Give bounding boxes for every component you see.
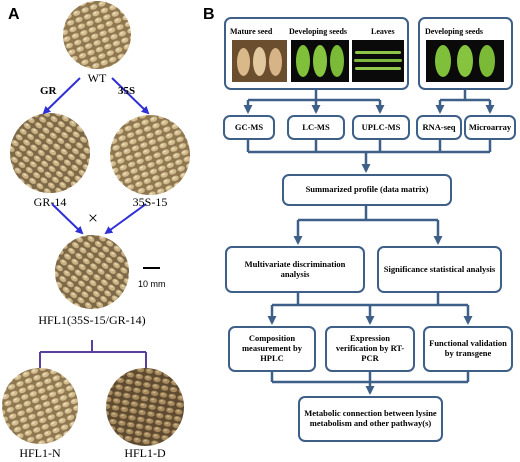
caption-mature-seed: Mature seed xyxy=(230,27,273,36)
arrow-gr14-to-hfl1 xyxy=(51,203,84,235)
box-functional-transgene: Functional validation by transgene xyxy=(423,326,513,372)
box-rna-seq: RNA-seq xyxy=(416,115,462,140)
caption-leaves: Leaves xyxy=(371,27,395,36)
box-metabolic-connection: Metabolic connection between lysine meta… xyxy=(298,396,443,442)
box-expression-rt-pcr: Expression verification by RT-PCR xyxy=(325,326,415,372)
label-wt: WT xyxy=(87,71,107,85)
label-hfl1n: HFL1-N xyxy=(19,446,61,460)
seed-disc-35s15 xyxy=(110,115,190,195)
box-composition-hplc: Composition measurement by HPLC xyxy=(228,326,316,372)
label-35s15: 35S-15 xyxy=(132,195,168,209)
arrow-label-35s: 35S xyxy=(118,85,136,97)
box-gc-ms: GC-MS xyxy=(223,115,275,140)
photo-leaves xyxy=(352,40,404,82)
box-multivariate-analysis: Multivariate discrimination analysis xyxy=(225,246,365,293)
seed-disc-wt xyxy=(63,1,131,69)
seed-disc-hfl1 xyxy=(55,235,129,309)
panel-a-letter: A xyxy=(8,6,20,23)
arrow-wt-to-35s15 xyxy=(111,77,150,115)
arrow-35s15-to-hfl1 xyxy=(104,203,147,235)
seed-disc-hfl1d xyxy=(106,368,184,446)
photo-developing-seeds-2 xyxy=(426,40,504,82)
segregation-connector xyxy=(39,340,147,368)
box-microarray: Microarray xyxy=(464,115,516,140)
seed-disc-hfl1n xyxy=(2,368,78,444)
cross-symbol: × xyxy=(87,208,99,228)
box-summarized-profile: Summarized profile (data matrix) xyxy=(282,174,452,206)
scale-bar-label: 10 mm xyxy=(138,279,166,289)
seed-disc-gr14 xyxy=(10,113,90,193)
arrow-wt-to-gr14 xyxy=(42,77,81,115)
panel-b-letter: B xyxy=(203,6,215,23)
photo-mature-seed xyxy=(232,40,287,82)
arrow-label-gr: GR xyxy=(40,85,57,97)
label-gr14: GR-14 xyxy=(33,195,67,209)
caption-developing-seeds-1: Developing seeds xyxy=(289,27,347,36)
caption-developing-seeds-2: Developing seeds xyxy=(425,27,483,36)
box-significance-analysis: Significance statistical analysis xyxy=(377,246,502,293)
label-hfl1: HFL1(35S-15/GR-14) xyxy=(38,313,146,327)
label-hfl1d: HFL1-D xyxy=(124,446,166,460)
box-lc-ms: LC-MS xyxy=(287,115,345,140)
box-uplc-ms: UPLC-MS xyxy=(352,115,410,140)
photo-developing-seeds-1 xyxy=(291,40,349,82)
